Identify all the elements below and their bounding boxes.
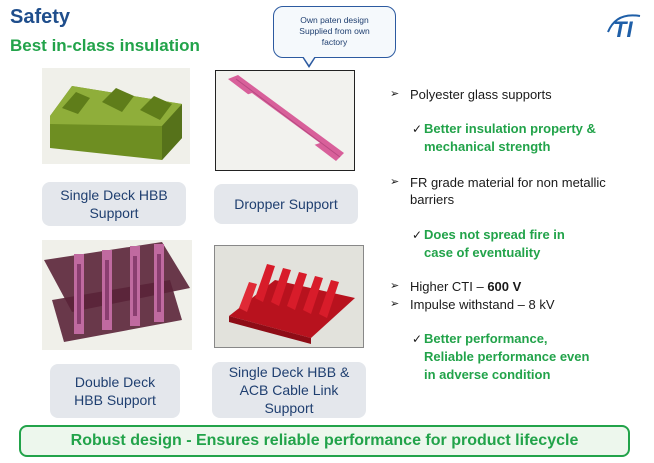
bullet-text: Polyester glass supports xyxy=(410,87,552,102)
check-text: Reliable performance even xyxy=(424,349,590,364)
check-item: ✓ Does not spread fire in case of eventu… xyxy=(412,226,644,262)
bullet-text: FR grade material for non metallic xyxy=(410,175,606,190)
check-text: Better performance, xyxy=(424,331,548,346)
callout-line: Supplied from own xyxy=(299,26,370,36)
cti-value: 600 V xyxy=(487,279,522,294)
bullet-text: Impulse withstand – 8 kV xyxy=(410,297,555,312)
check-item: ✓ Better insulation property & mechanica… xyxy=(412,120,644,156)
check-text: Better insulation property & xyxy=(424,121,596,136)
label-line: Support xyxy=(89,205,139,221)
check-text: mechanical strength xyxy=(424,139,551,154)
product-image-double-deck xyxy=(42,240,192,350)
company-logo: TI xyxy=(607,14,641,40)
label-line: Single Deck HBB xyxy=(60,187,168,203)
arrow-bullet-icon: ➢ xyxy=(390,280,400,292)
product-image-single-deck xyxy=(42,68,190,164)
checkmark-icon: ✓ xyxy=(412,332,423,346)
logo-swoosh xyxy=(607,14,641,33)
label-line: Single Deck HBB & xyxy=(228,364,350,380)
summary-banner: Robust design - Ensures reliable perform… xyxy=(19,425,630,457)
check-text: in adverse condition xyxy=(424,367,551,382)
bullet-item: ➢ FR grade material for non metallic bar… xyxy=(390,174,646,208)
label-line: Double Deck xyxy=(74,374,156,390)
callout-line: factory xyxy=(321,37,348,47)
logo-text: TI xyxy=(613,17,633,40)
product-image-acb-cable-link xyxy=(214,245,364,348)
label-line: HBB Support xyxy=(74,392,156,408)
check-text: case of eventuality xyxy=(424,245,541,260)
checkmark-icon: ✓ xyxy=(412,122,423,136)
arrow-bullet-icon: ➢ xyxy=(390,298,400,310)
label-line: Support xyxy=(264,400,314,416)
callout-bubble: Own paten design Supplied from own facto… xyxy=(273,6,396,58)
check-text: Does not spread fire in xyxy=(424,227,565,242)
checkmark-icon: ✓ xyxy=(412,228,423,242)
product-label-acb-cable-link: Single Deck HBB & ACB Cable Link Support xyxy=(212,362,366,418)
bullet-text: barriers xyxy=(410,192,455,207)
bullet-item: ➢ Polyester glass supports xyxy=(390,86,646,103)
bullet-text: Higher CTI – xyxy=(410,279,488,294)
product-label-single-deck: Single Deck HBB Support xyxy=(42,182,186,226)
product-label-dropper: Dropper Support xyxy=(214,184,358,224)
slide-title: Safety xyxy=(10,6,71,28)
product-image-dropper xyxy=(215,70,355,171)
bullet-item: ➢ Impulse withstand – 8 kV xyxy=(390,296,646,313)
label-line: ACB Cable Link xyxy=(239,382,339,398)
slide-subtitle: Best in-class insulation xyxy=(10,36,200,55)
arrow-bullet-icon: ➢ xyxy=(390,88,400,100)
product-label-double-deck: Double Deck HBB Support xyxy=(50,364,180,418)
bullet-item: ➢ Higher CTI – 600 V xyxy=(390,278,646,295)
arrow-bullet-icon: ➢ xyxy=(390,176,400,188)
check-item: ✓ Better performance, Reliable performan… xyxy=(412,330,644,384)
callout-tail-fill xyxy=(303,56,315,65)
callout-line: Own paten design xyxy=(300,15,369,25)
label-line: Dropper Support xyxy=(234,196,338,212)
